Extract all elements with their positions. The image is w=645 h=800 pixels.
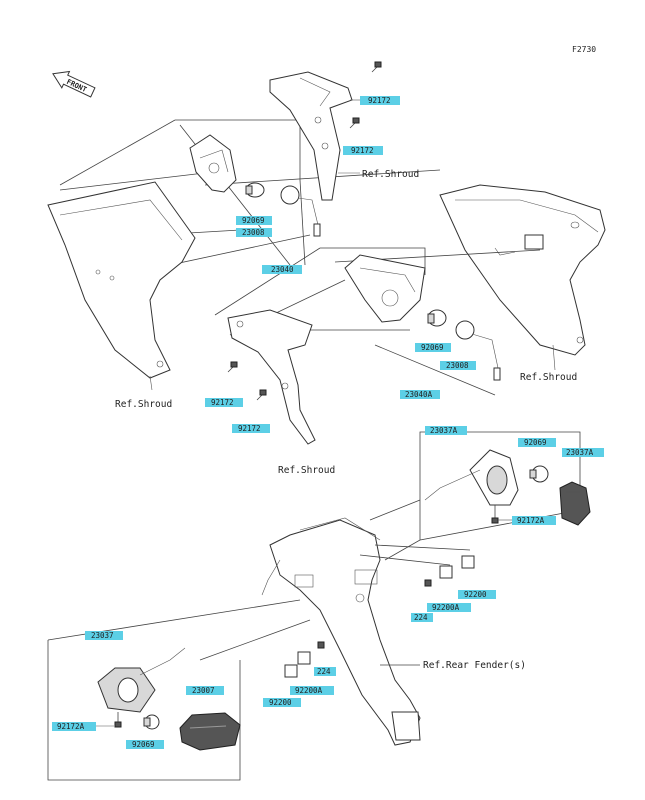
- label-224-b: 224: [317, 667, 331, 676]
- label-23037: 23037: [91, 631, 114, 640]
- plates-right: [424, 555, 475, 587]
- label-23040: 23040: [271, 265, 294, 274]
- front-arrow-icon: FRONT: [52, 70, 96, 98]
- label-92069-b: 92069: [421, 343, 444, 352]
- label-92200-a: 92200: [464, 590, 487, 599]
- rear-left-signal: [97, 647, 186, 730]
- left-shroud: [47, 181, 196, 391]
- lamp-23007: [179, 712, 241, 751]
- label-23040A: 23040A: [405, 390, 433, 399]
- label-92172A-b: 92172A: [57, 722, 85, 731]
- screw-92172-top: [349, 61, 382, 129]
- ref-rear-fender: Ref.Rear Fender(s): [423, 660, 526, 671]
- socket-23008-b: [455, 320, 501, 381]
- label-23008-b: 23008: [446, 361, 469, 370]
- ref-shroud-right: Ref.Shroud: [520, 372, 577, 383]
- label-92200A-b: 92200A: [295, 686, 323, 695]
- label-23037A-top: 23037A: [430, 426, 458, 435]
- label-92172-b: 92172: [351, 146, 374, 155]
- fender-bracket-lines: [359, 544, 471, 666]
- plates-center: [284, 641, 325, 678]
- label-23037A-side: 23037A: [566, 448, 594, 457]
- lower-bracket: [227, 309, 316, 445]
- label-92069-a: 92069: [242, 216, 265, 225]
- label-224-a: 224: [414, 613, 428, 622]
- label-23008-a: 23008: [242, 228, 265, 237]
- label-92069-d: 92069: [132, 740, 155, 749]
- label-92172-a: 92172: [368, 96, 391, 105]
- rear-right-signal: [424, 449, 591, 526]
- screw-92172-mid: [227, 361, 267, 401]
- rear-right-group-box: [369, 431, 581, 561]
- label-92172A-a: 92172A: [517, 516, 545, 525]
- figure-code: F2730: [572, 45, 596, 54]
- ref-shroud-center: Ref.Shroud: [278, 465, 335, 476]
- label-23007: 23007: [192, 686, 215, 695]
- right-shroud: [439, 184, 606, 371]
- label-92172-c: 92172: [211, 398, 234, 407]
- rear-left-group-box: [47, 599, 311, 781]
- label-92172-d: 92172: [238, 424, 261, 433]
- ref-shroud-top: Ref.Shroud: [362, 169, 419, 180]
- ref-shroud-left: Ref.Shroud: [115, 399, 172, 410]
- label-92200-b: 92200: [269, 698, 292, 707]
- bulb-92069-a: [245, 182, 265, 198]
- socket-23008-a: [280, 185, 321, 237]
- front-left-signal-housing: [189, 134, 237, 193]
- label-92069-c: 92069: [524, 438, 547, 447]
- rear-fender: [261, 517, 421, 746]
- upper-bracket: [269, 71, 353, 201]
- front-right-signal-housing: [344, 254, 426, 323]
- bulb-92069-b: [427, 309, 447, 327]
- label-92200A-a: 92200A: [432, 603, 460, 612]
